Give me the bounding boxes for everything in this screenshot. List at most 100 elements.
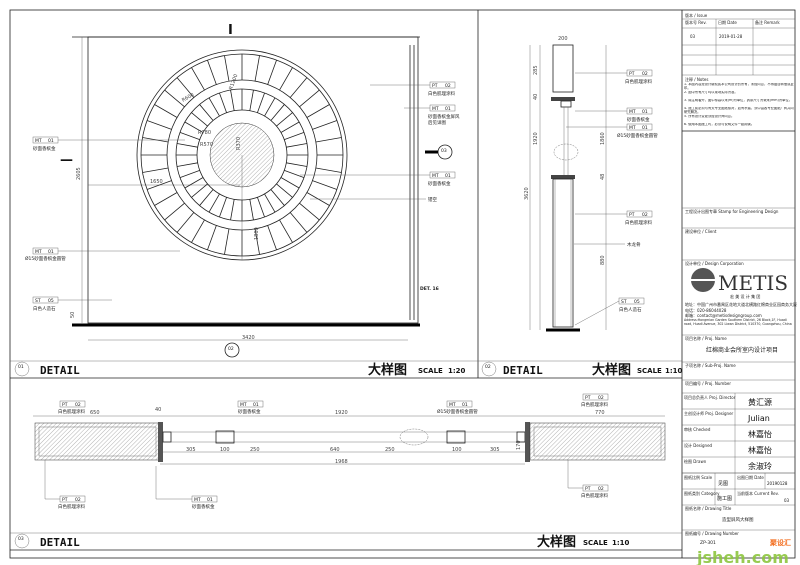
section-mark-left: —	[60, 153, 73, 168]
slat	[191, 183, 208, 198]
label: 1860	[254, 227, 260, 240]
label: 电话：020-86044028	[685, 307, 727, 313]
slat	[176, 77, 195, 98]
current-rev-value: 03	[784, 498, 790, 503]
label: 03	[18, 536, 24, 542]
label: 图纸类别 Category	[684, 490, 720, 496]
note-item: 5. 所有设计变更须经设计师同意。	[684, 115, 735, 118]
label: 1920	[335, 410, 348, 416]
label: 100	[220, 447, 230, 453]
slat	[270, 189, 285, 206]
label: PT	[432, 83, 438, 89]
label: 02	[642, 212, 648, 218]
rev-date: 2019-01-28	[719, 34, 743, 39]
label: 02	[228, 346, 234, 352]
role-value: 余淑玲	[748, 461, 772, 471]
slat	[176, 162, 198, 167]
label: MT	[629, 109, 636, 115]
label: 640	[330, 447, 340, 453]
label: 40	[533, 94, 539, 100]
label: PT	[62, 497, 68, 503]
label: PT	[629, 71, 635, 77]
label: 02	[445, 83, 451, 89]
label: 图纸比例 Scale	[684, 474, 713, 480]
label: 注释 / Notes	[685, 76, 708, 82]
label: 05	[48, 298, 54, 304]
label: 01	[445, 106, 451, 112]
label: 170	[516, 440, 522, 450]
slat	[219, 92, 227, 113]
slat	[224, 55, 230, 82]
label: 白色肌理涂料	[581, 492, 608, 499]
slat	[279, 219, 293, 243]
label: 后见详图	[428, 119, 446, 126]
slat	[184, 177, 204, 189]
label: 图纸编号 / Drawing Number	[685, 530, 739, 536]
label: SCALE	[583, 539, 608, 547]
label: 200	[558, 36, 568, 42]
label: 1968	[335, 459, 348, 465]
label: MT	[432, 173, 439, 179]
label: 02	[642, 71, 648, 77]
slat	[286, 162, 308, 167]
label: 20190128	[767, 481, 788, 486]
slat	[230, 199, 235, 221]
label: SCALE	[418, 367, 443, 375]
slat	[146, 180, 172, 190]
label: 邮箱：contact@metisdesigngroup.com	[685, 312, 762, 318]
label: 770	[595, 410, 605, 416]
slat	[191, 112, 208, 127]
slat	[280, 121, 300, 133]
label: MT	[194, 497, 201, 503]
slat	[257, 197, 265, 218]
label: 305	[490, 447, 500, 453]
label: PT	[629, 212, 635, 218]
note-item: 2. 图中所有尺寸均以现场实际为准。	[684, 91, 738, 94]
label: 01	[253, 402, 259, 408]
role-label: 审核 Checked	[684, 426, 711, 432]
det-note: DET. 16	[420, 286, 439, 292]
slat	[276, 183, 293, 198]
label: 305	[186, 447, 196, 453]
slat	[267, 59, 277, 85]
label: MT	[432, 106, 439, 112]
label: Ø15砂面香槟金圆管	[617, 132, 658, 139]
title-block: 版本 / Issue 版本号 Rev. 日期 Date 备注 Remark 03…	[682, 12, 797, 546]
label: 02	[598, 395, 604, 401]
label: 日期 Date	[718, 19, 737, 25]
slat	[224, 228, 230, 255]
label: 工程设计出图专章 Stamp for Engineering Design	[685, 208, 779, 214]
label: 大样图	[368, 362, 407, 378]
sheet-border	[9, 9, 796, 559]
slat	[142, 167, 169, 173]
note-item: 4. 施工前必须与有关专业图纸核对，如有矛盾，须中由各专业图纸厂商共同研究解决。	[684, 107, 794, 114]
label: 05	[634, 299, 640, 305]
detail-02-titlebar: 02 DETAIL 大样图 SCALE 1:10	[481, 361, 683, 378]
slat	[299, 202, 320, 221]
section-mark-top: I	[228, 23, 233, 38]
watermark-cn: 聚设汇	[769, 538, 791, 547]
slat	[280, 177, 300, 189]
label: 50	[70, 312, 76, 318]
label: 01	[642, 125, 648, 131]
slat	[315, 167, 342, 173]
label: 项目名称 / Proj. Name	[685, 335, 727, 341]
label: 01	[445, 173, 451, 179]
label: MT	[629, 125, 636, 131]
label: 白色人造石	[619, 306, 642, 313]
label: 砂面香槟金	[33, 145, 56, 152]
slat	[312, 120, 338, 130]
slat	[257, 92, 265, 113]
section-callout-02	[224, 342, 240, 358]
notes-list: 1. 本图内容是设计版权属本公司设计的所有，未经同意，不得擅自转借或复印。2. …	[684, 83, 794, 126]
